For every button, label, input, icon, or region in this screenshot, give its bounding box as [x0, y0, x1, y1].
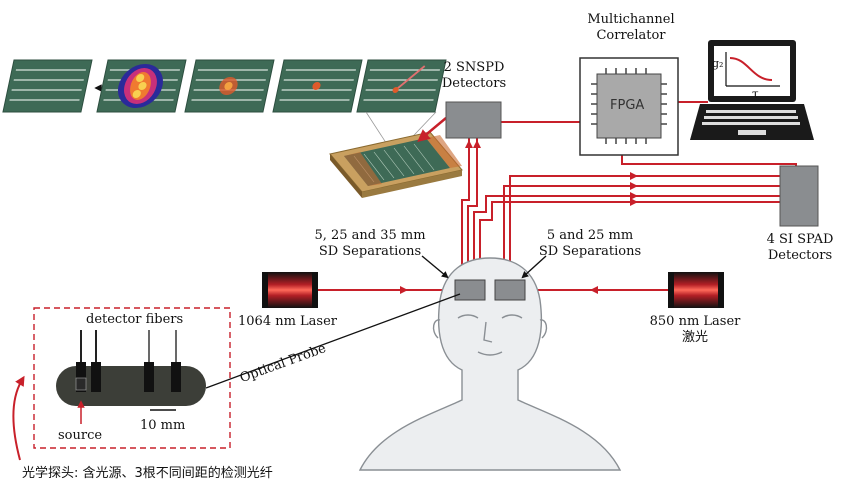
- snspd-device-icon: [329, 131, 463, 198]
- source-label: source: [58, 428, 103, 443]
- probe-pad-left: [454, 279, 486, 301]
- laser-1064-label: 1064 nm Laser: [238, 314, 338, 329]
- laptop-icon: [690, 40, 814, 140]
- chip-2: [96, 59, 187, 113]
- chip-3: [184, 59, 275, 113]
- scale-label: 10 mm: [140, 418, 186, 433]
- fiber-snspd-1: [461, 138, 470, 282]
- fiber-spad-a: [473, 195, 780, 282]
- chip-5: [356, 59, 447, 113]
- caption-arrow: [12, 375, 25, 461]
- laser-850-icon: [668, 272, 724, 308]
- spad-detector-box: [779, 165, 819, 227]
- caption-cn: 光学探头: 含光源、3根不同间距的检测光纤: [22, 466, 273, 481]
- laser-1064-icon: [262, 272, 318, 308]
- fiber-snspd-2: [467, 138, 478, 282]
- head-illustration: [358, 257, 622, 471]
- chip-1: [2, 59, 93, 113]
- correlator-box: [579, 57, 679, 156]
- chip-4: [272, 59, 363, 113]
- snspd-detector-box: [445, 101, 502, 139]
- g2-decay-curve: [729, 57, 773, 81]
- probe-pad-right: [494, 279, 526, 301]
- sep-right-arrow: [521, 255, 547, 279]
- snspd-zoom-arrow: [417, 117, 447, 143]
- plot-xlabel: τ: [752, 87, 759, 101]
- fiber-spad-b: [503, 185, 780, 282]
- detector-fibers-label: detector fibers: [86, 312, 184, 327]
- sep-left-arrow: [421, 255, 449, 279]
- probe-inset-box: [33, 307, 231, 449]
- fibers: [318, 101, 797, 291]
- plot-ylabel: g₂: [712, 57, 724, 70]
- snspd-chip-strip: [2, 59, 447, 113]
- probe-body: [56, 330, 206, 406]
- wire-correlator-spad: [621, 155, 797, 166]
- optical-probe-line: [205, 293, 461, 389]
- fpga-label: FPGA: [610, 98, 645, 113]
- fiber-arrows: [400, 140, 638, 294]
